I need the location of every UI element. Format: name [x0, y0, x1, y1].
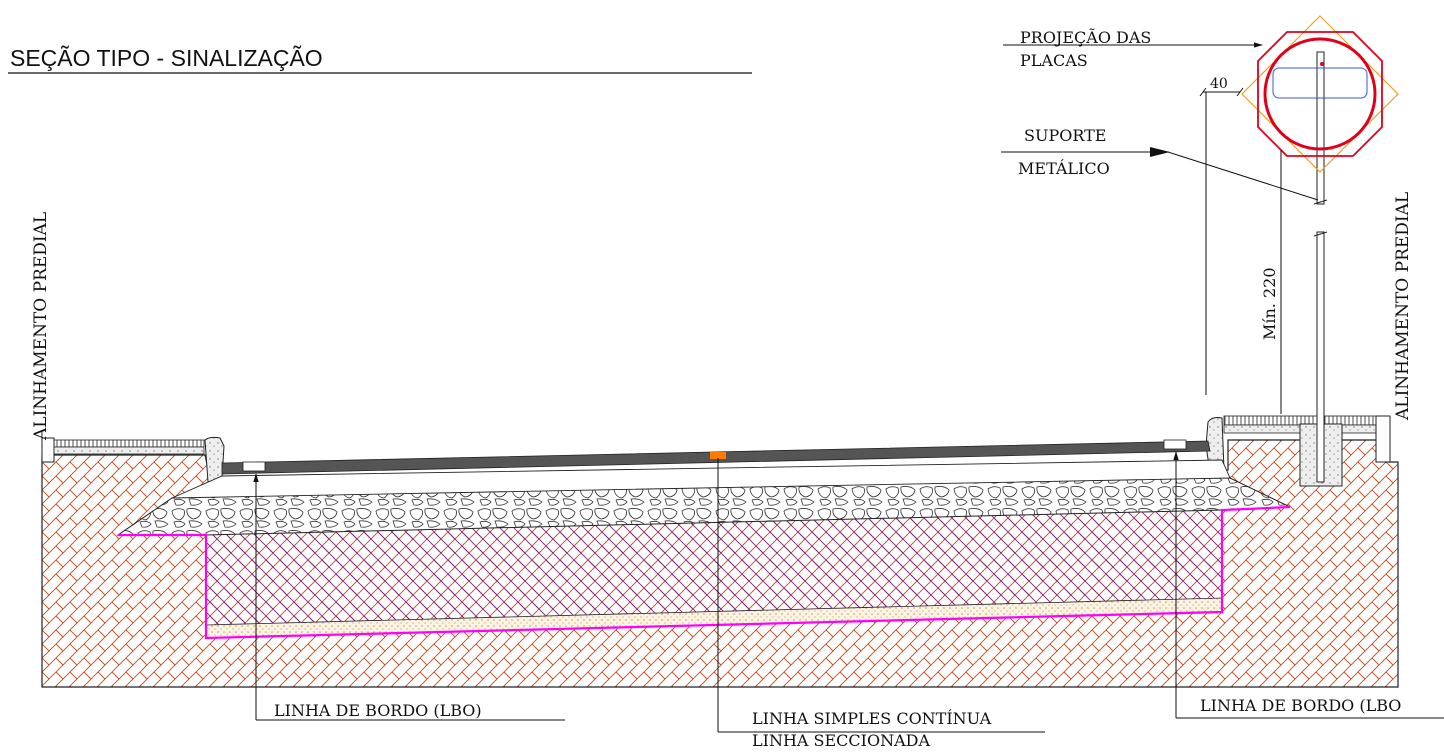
left-wall: [41, 437, 55, 463]
plate-circle: [1263, 37, 1377, 151]
excavation-line: [118, 505, 1291, 640]
center-marking: [710, 452, 726, 459]
projecao-label-line1: PROJEÇÃO DAS: [1020, 27, 1151, 47]
left-curb: [204, 436, 225, 483]
plate-rectangle: [1272, 67, 1368, 99]
edge-marking-left: [242, 461, 266, 472]
suporte-label-line2: METÁLICO: [1018, 158, 1110, 178]
linha-seccionada-label: LINHA SECCIONADA: [752, 731, 930, 747]
dim-220-label: Mín. 220: [1260, 267, 1279, 340]
left-sidewalk-base: [53, 446, 205, 455]
edge-marking-right: [1163, 439, 1187, 450]
page-title: SEÇÃO TIPO - SINALIZAÇÃO: [10, 45, 323, 71]
linha-bordo-left-label: LINHA DE BORDO (LBO): [274, 701, 482, 720]
sign-post-upper: [1316, 51, 1325, 205]
alinhamento-predial-right: ALINHAMENTO PREDIAL: [1393, 192, 1413, 421]
right-wall: [1375, 415, 1391, 463]
plate-diamond: [1241, 15, 1399, 173]
binder-layer: [171, 459, 1231, 499]
alinhamento-predial-left: ALINHAMENTO PREDIAL: [31, 212, 51, 441]
left-sidewalk-pavers: [53, 439, 205, 448]
dim-40-label: 40: [1210, 76, 1228, 92]
sign-post-lower: [1316, 231, 1325, 483]
projecao-label-line2: PLACAS: [1020, 51, 1088, 70]
linha-bordo-right-label: LINHA DE BORDO (LBO: [1200, 696, 1401, 715]
plate-octagon: [1257, 31, 1383, 157]
suporte-label-line1: SUPORTE: [1024, 126, 1106, 145]
linha-simples-label: LINHA SIMPLES CONTÍNUA: [752, 708, 992, 728]
